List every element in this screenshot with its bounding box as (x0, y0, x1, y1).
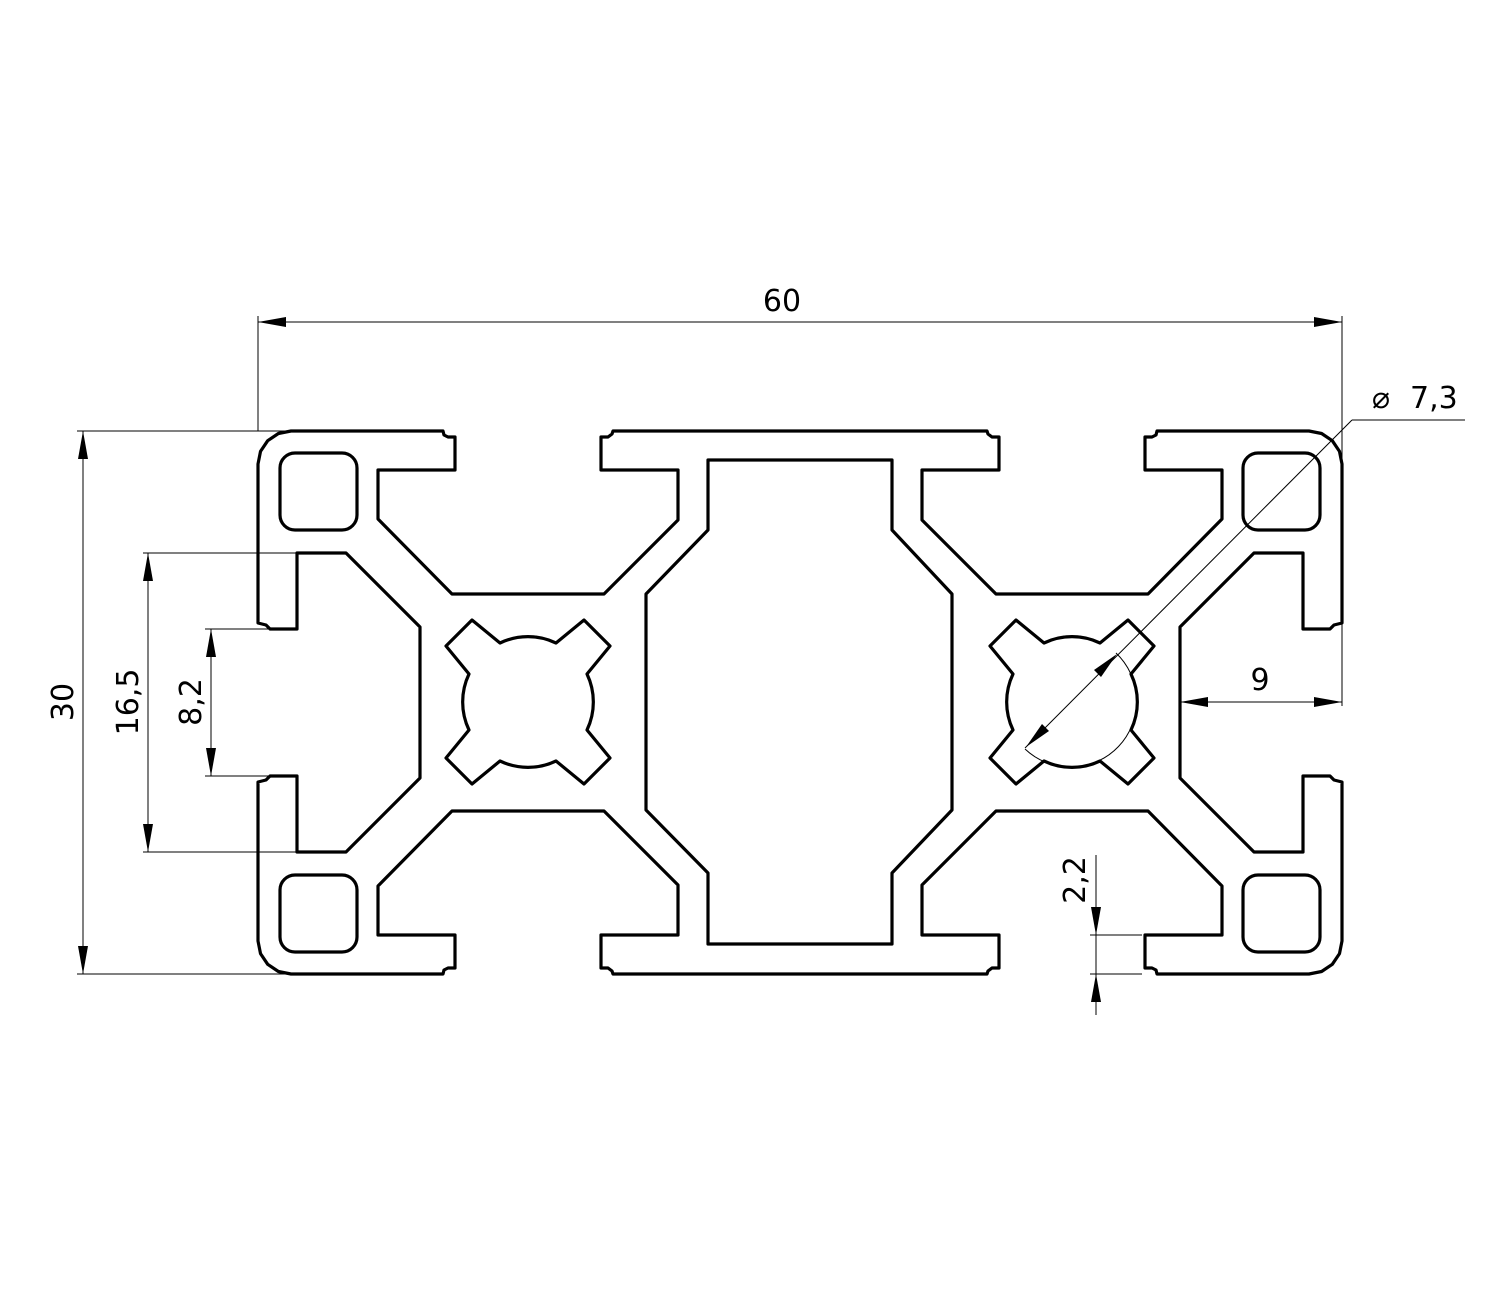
dimension-slot-opening: 8,2 (174, 628, 268, 777)
corner-hole-bottom-left (278, 873, 359, 954)
dimension-slot-outer-label: 16,5 (111, 669, 146, 736)
dimension-height-label: 30 (46, 683, 81, 721)
dimension-bore-diameter-label: 7,3 (1410, 381, 1458, 416)
corner-hole-top-left (278, 451, 359, 532)
dimension-lip-thickness: 2,2 (1058, 855, 1142, 1015)
center-cavity (644, 458, 954, 946)
dimension-slot-outer: 16,5 (111, 552, 297, 853)
core-bore-right (988, 618, 1156, 786)
corner-hole-top-right (1241, 451, 1322, 532)
dimension-width-label: 60 (763, 284, 801, 319)
bore-diameter-symbol: ⌀ (1372, 381, 1390, 416)
dimension-slot-depth: 9 (1180, 663, 1342, 707)
dimension-slot-opening-label: 8,2 (174, 678, 209, 726)
core-bore-left (444, 618, 612, 786)
profile-section (256, 429, 1344, 976)
profile-outer-contour (256, 429, 1344, 976)
dimension-height: 30 (46, 430, 290, 975)
corner-hole-bottom-right (1241, 873, 1322, 954)
dimension-bore-diameter: ⌀ 7,3 (1024, 381, 1465, 768)
dimension-lip-thickness-label: 2,2 (1058, 856, 1093, 904)
dimension-width: 60 (257, 284, 1343, 706)
dimension-slot-depth-label: 9 (1250, 663, 1269, 698)
